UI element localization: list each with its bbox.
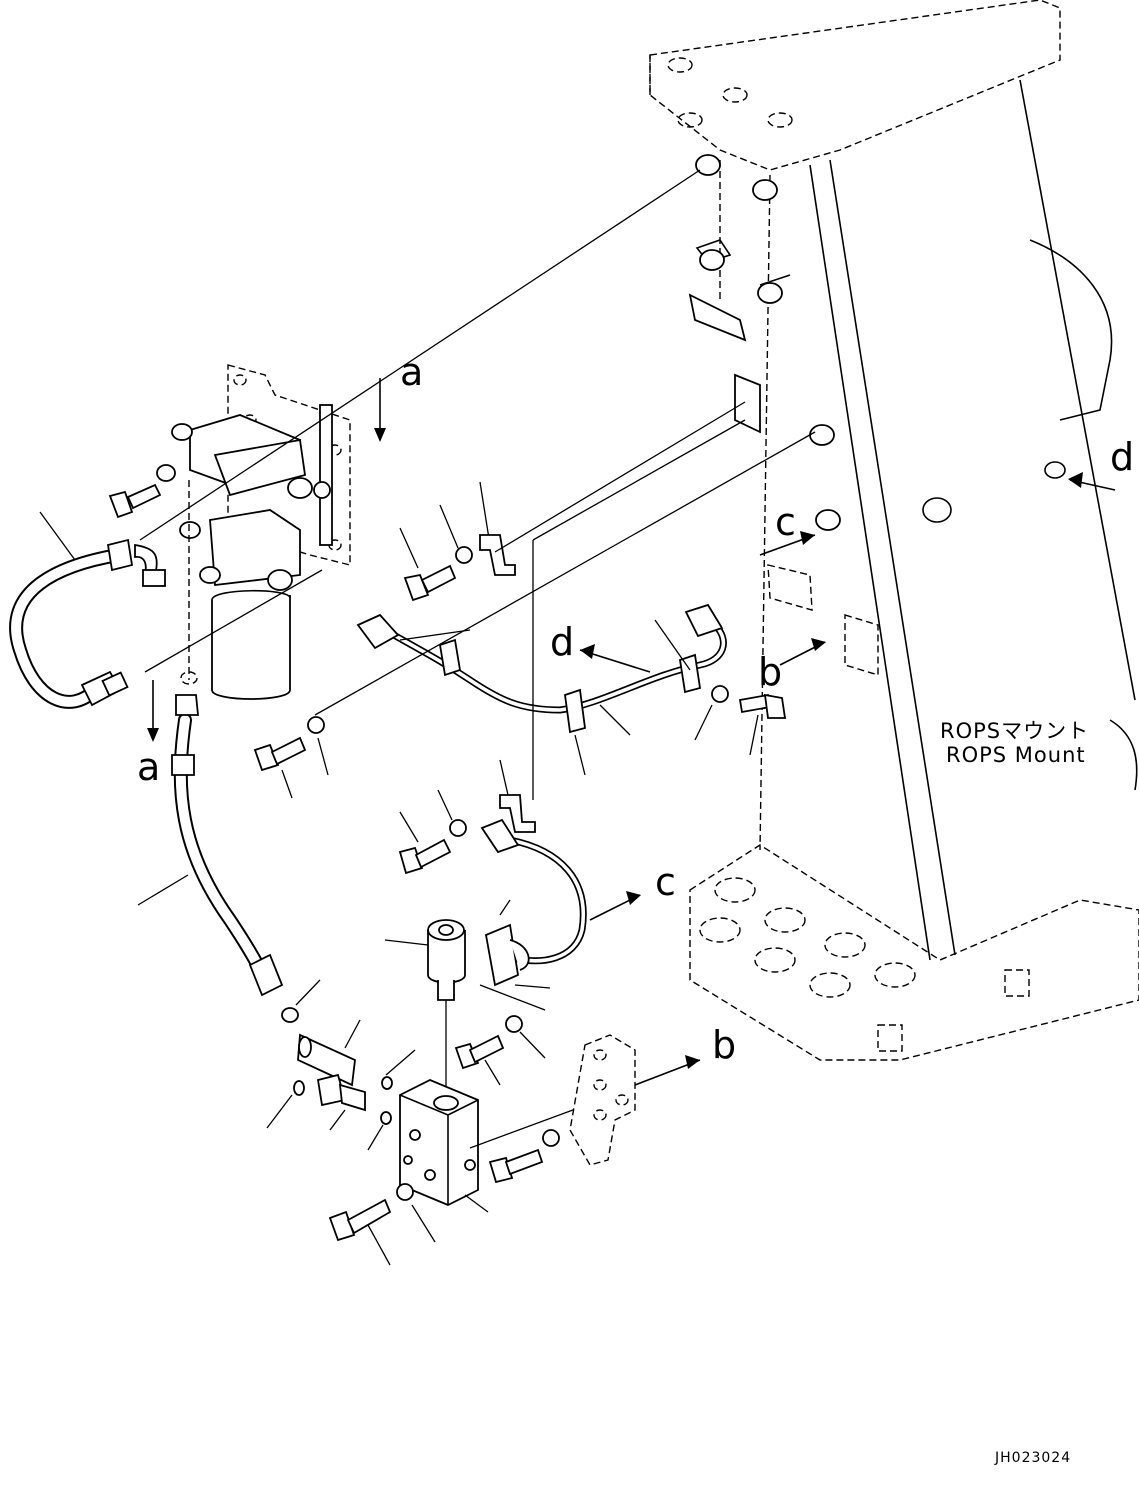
hose-vertical: [137, 694, 284, 997]
ref-label-b-mount: b: [758, 650, 782, 694]
valve-block: [399, 1079, 489, 1213]
leader-lines: [314, 401, 816, 800]
bracket-upper: [399, 504, 516, 602]
rops-mount-label-en: ROPS Mount: [946, 743, 1086, 767]
ref-label-a-bottom: a: [137, 745, 160, 789]
wire-harness: [356, 481, 727, 776]
ref-label-d-right: d: [1110, 435, 1134, 479]
ref-label-a-top: a: [400, 350, 423, 394]
drawing-code: JH023024: [994, 1450, 1071, 1466]
rops-mount: [649, 0, 1139, 1061]
ref-label-c-wire: c: [655, 860, 676, 904]
bracket-lower: [398, 759, 536, 875]
bracket-b: [569, 1034, 636, 1166]
filter-assembly: [139, 169, 701, 700]
rops-mount-label-jp: ROPSマウント: [940, 719, 1089, 743]
ref-label-b-bracket: b: [712, 1023, 736, 1067]
sensor-wire: [480, 818, 587, 965]
ref-label-c-mount: c: [775, 500, 796, 544]
hose-loop: [9, 511, 166, 709]
ref-label-d-harness: d: [550, 620, 574, 664]
pressure-switch: [384, 899, 551, 1095]
bolt-filter: [108, 483, 162, 519]
fittings: [266, 979, 546, 1151]
bolt-middle: [253, 716, 329, 799]
bolt-block: [328, 1099, 601, 1266]
reference-arrows: [147, 378, 1116, 1086]
bolt-right: [694, 685, 787, 756]
